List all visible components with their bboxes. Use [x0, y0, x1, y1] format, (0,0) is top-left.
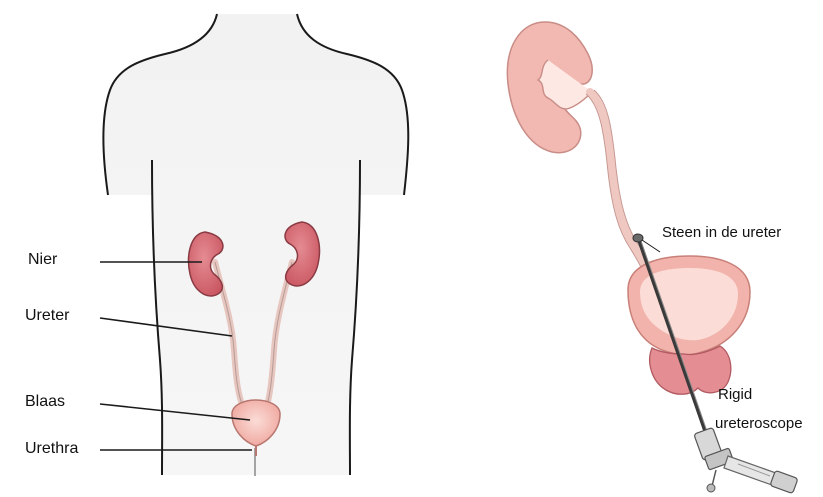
bladder-label: Blaas	[25, 393, 65, 411]
kidney-stone	[633, 234, 643, 242]
urethra-label: Urethra	[25, 440, 78, 458]
scope-label-line2: ureteroscope	[715, 415, 803, 432]
scope-label-line1: Rigid	[718, 386, 752, 403]
torso-figure	[100, 14, 408, 476]
stone-label: Steen in de ureter	[662, 224, 781, 241]
kidney-label: Nier	[28, 251, 57, 269]
scope-handle	[694, 427, 798, 493]
ureter-label: Ureter	[25, 307, 69, 325]
